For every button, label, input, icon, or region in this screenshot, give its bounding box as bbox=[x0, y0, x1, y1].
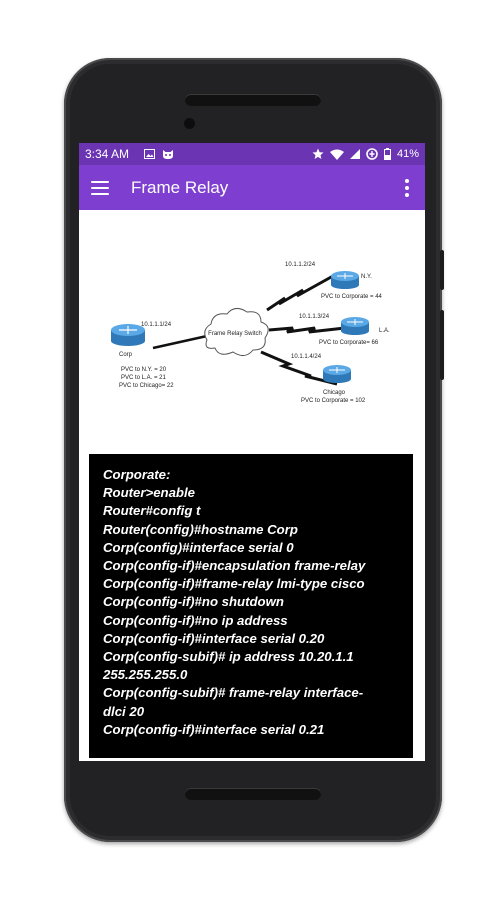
frame-relay-topology: Frame Relay Switch 10.1.1.1/24 Corp PVC … bbox=[111, 262, 390, 404]
code-line: Corp(config-subif)# ip address 10.20.1.1 bbox=[103, 649, 354, 665]
status-time: 3:34 AM bbox=[85, 147, 130, 161]
corp-pvc-1: PVC to N.Y. = 20 bbox=[121, 367, 167, 373]
code-line: Corp(config-if)#interface serial 0.20 bbox=[103, 630, 325, 646]
la-pvc: PVC to Corporate= 66 bbox=[319, 340, 379, 346]
code-line: Corp(config-if)#no shutdown bbox=[103, 594, 284, 610]
corp-ip: 10.1.1.1/24 bbox=[141, 322, 172, 328]
corp-link bbox=[152, 334, 208, 350]
data-saver-icon bbox=[366, 148, 378, 160]
wifi-icon bbox=[329, 149, 344, 160]
code-line: Corp(config)#interface serial 0 bbox=[103, 539, 294, 555]
code-line: Router>enable bbox=[103, 485, 195, 501]
chicago-pvc: PVC to Corporate = 102 bbox=[301, 398, 366, 404]
code-line: Corp(config-subif)# frame-relay interfac… bbox=[103, 685, 364, 701]
code-line: Corp(config-if)#frame-relay lmi-type cis… bbox=[103, 576, 365, 592]
network-diagram: Frame Relay Switch 10.1.1.1/24 Corp PVC … bbox=[89, 218, 413, 450]
star-icon bbox=[312, 148, 324, 159]
hamburger-menu-icon[interactable] bbox=[91, 180, 109, 195]
phone-screen: 3:34 AM bbox=[79, 143, 425, 761]
switch-label: Frame Relay Switch bbox=[208, 331, 262, 337]
la-name: L.A. bbox=[379, 328, 390, 334]
battery-icon bbox=[383, 148, 391, 160]
code-line: Router(config)#hostname Corp bbox=[103, 521, 298, 537]
code-line: Corp(config-if)#interface serial 0.21 bbox=[103, 721, 325, 737]
chicago-name: Chicago bbox=[323, 390, 346, 396]
cat-notification-icon bbox=[163, 150, 174, 159]
corp-pvc-3: PVC to Chicago= 22 bbox=[119, 383, 174, 389]
frame-relay-switch-cloud: Frame Relay Switch bbox=[204, 308, 269, 356]
more-vert-icon[interactable] bbox=[405, 178, 409, 197]
battery-percent: 41% bbox=[396, 148, 419, 160]
code-line: dlci 20 bbox=[103, 703, 145, 719]
front-camera bbox=[184, 118, 195, 129]
chicago-router-icon bbox=[323, 365, 351, 383]
corp-router-icon bbox=[111, 324, 145, 346]
ny-link bbox=[266, 274, 334, 312]
image-notification-icon bbox=[144, 149, 156, 159]
la-ip: 10.1.1.3/24 bbox=[299, 314, 330, 320]
code-line: Corp(config-if)#encapsulation frame-rela… bbox=[103, 558, 366, 574]
ny-pvc: PVC to Corporate = 44 bbox=[321, 294, 383, 300]
code-line: Corp(config-if)#no ip address bbox=[103, 612, 288, 628]
app-bar: Frame Relay bbox=[79, 165, 425, 210]
ny-name: N.Y. bbox=[361, 274, 372, 280]
power-button[interactable] bbox=[440, 250, 444, 290]
volume-button[interactable] bbox=[440, 310, 444, 380]
content-area: Frame Relay Switch 10.1.1.1/24 Corp PVC … bbox=[87, 218, 413, 758]
code-line: 255.255.255.0 bbox=[103, 667, 188, 683]
chicago-ip: 10.1.1.4/24 bbox=[291, 354, 322, 360]
ny-router-icon bbox=[331, 271, 359, 289]
la-link bbox=[268, 326, 346, 334]
la-router-icon bbox=[341, 317, 369, 335]
ny-ip: 10.1.1.2/24 bbox=[285, 262, 316, 268]
code-line: Router#config t bbox=[103, 503, 201, 519]
status-bar: 3:34 AM bbox=[79, 143, 425, 165]
cell-signal-icon bbox=[349, 149, 360, 159]
corp-name: Corp bbox=[119, 352, 133, 358]
chicago-link bbox=[260, 350, 338, 386]
app-title: Frame Relay bbox=[131, 177, 229, 197]
top-speaker-grille bbox=[185, 94, 321, 106]
bottom-speaker-grille bbox=[185, 788, 321, 800]
code-line: Corporate: bbox=[103, 467, 171, 482]
corp-pvc-2: PVC to L.A. = 21 bbox=[121, 375, 167, 381]
